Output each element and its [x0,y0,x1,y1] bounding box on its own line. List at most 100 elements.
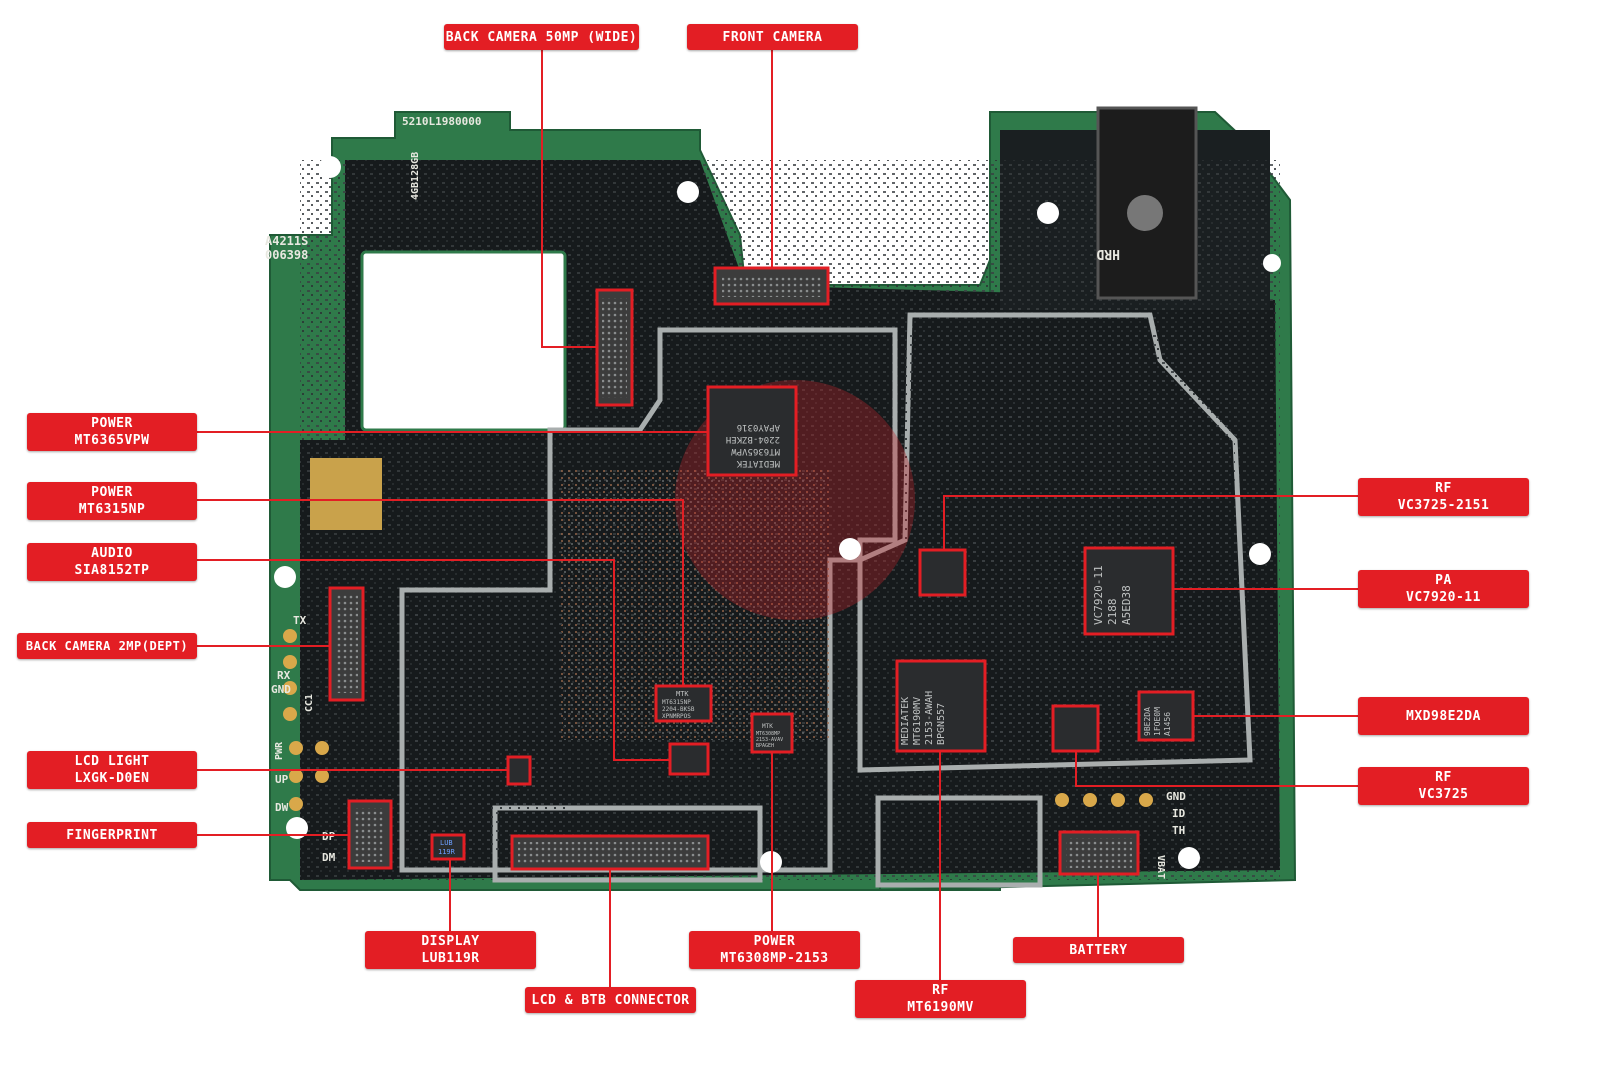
chip-vc7920-line-3: A5ED38 [1120,585,1133,625]
chip-mt6315-line-1: MTK [676,690,689,698]
label-fingerprint-line-1: FINGERPRINT [66,827,158,843]
label-power-mt6308mp-line-1: POWER [753,934,796,949]
chip-mt6365-line-3: 2204-BZKEH [726,434,780,444]
camera-cutout [360,250,567,432]
silk-pad-pwr: PWR [274,741,285,760]
label-back-camera-2mp-line-1: BACK CAMERA 2MP(DEPT) [25,638,189,653]
chip-mt6315-line-4: XPNMRPOS [662,713,691,720]
label-power-mt6308mp-line-2: MT6308MP-2153 [720,951,829,966]
chips [430,385,1195,861]
label-lcd-light-line-2: LXGK-D0EN [74,771,150,786]
leader-rf-vc3725-2151 [943,495,1358,550]
label-audio-sia8152tp-line-1: AUDIO [91,546,133,561]
label-battery: BATTERY [1013,937,1184,963]
chip-mt6308-line-3: 2153-AVAV [756,737,783,743]
label-rf-vc3725-2151-line-1: RF [1435,481,1452,496]
silk-pad-gnd-right: GND [1166,790,1186,803]
label-front-camera-line-1: FRONT CAMERA [722,29,823,45]
leader-lines [197,50,1358,987]
leader-power-mt6315 [197,499,684,686]
label-display-lub119r: DISPLAY LUB119R [365,931,536,969]
chip-mt6190-line-1: MEDIATEK [900,697,911,745]
silk-serial-top: 5210L1980000 [402,115,481,128]
silk-pad-vbat: VBAT [1155,855,1166,879]
label-back-camera-50mp: BACK CAMERA 50MP (WIDE) [444,24,639,50]
label-power-mt6365vpw-line-2: MT6365VPW [74,433,150,448]
test-pads [283,629,1153,811]
audio-jack-hole [1127,195,1163,231]
label-power-mt6365vpw-line-1: POWER [91,416,133,431]
chip-lub-line-1: LUB [440,839,453,847]
silk-board-id-2: 006398 [265,248,308,262]
chip-mt6190-line-4: BPGN557 [936,703,947,745]
silk-pad-gnd: GND [271,683,291,696]
chip-mt6315-line-2: MT6315NP [662,699,691,706]
label-back-camera-2mp: BACK CAMERA 2MP(DEPT) [17,633,197,659]
label-rf-vc3725-line-1: RF [1435,770,1452,785]
chip-mt6365-line-1: MEDIATEK [736,458,780,468]
connectors [328,266,1140,876]
label-rf-vc3725-2151: RF VC3725-2151 [1358,478,1529,516]
label-lcd-btb-connector-line-1: LCD & BTB CONNECTOR [531,992,690,1008]
label-mxd98e2da: MXD98E2DA [1358,697,1529,735]
silk-pad-rx: RX [277,669,291,682]
label-power-mt6315np: POWER MT6315NP [27,482,197,520]
label-lcd-btb-connector: LCD & BTB CONNECTOR [525,987,696,1013]
label-rf-vc3725-line-2: VC3725 [1418,787,1469,802]
chip-mt6190-line-3: 2153-AWAH [924,691,935,745]
label-display-lub119r-line-2: LUB119R [421,951,480,966]
shield-frame-bottom-left [492,805,763,883]
chip-mt6365-line-4: APAY0316 [737,422,780,432]
chip-mt6365-line-2: MT6365VPW [731,446,780,456]
label-mxd98e2da-line-1: MXD98E2DA [1406,708,1481,724]
label-front-camera: FRONT CAMERA [687,24,858,50]
chip-mt6308-line-4: BPAGEH [756,743,774,749]
chip-mt6315-line-3: 2204-BKSB [662,706,695,713]
label-lcd-light: LCD LIGHT LXGK-D0EN [27,751,197,789]
label-power-mt6308mp: POWER MT6308MP-2153 [689,931,860,969]
label-rf-mt6190mv-line-2: MT6190MV [907,1000,974,1015]
label-pa-vc7920: PA VC7920-11 [1358,570,1529,608]
leader-rf-vc3725 [1075,751,1358,787]
chip-mt6308-line-2: MT6308MP [756,731,780,737]
component-area-3 [415,600,565,850]
label-pa-vc7920-line-1: PA [1435,573,1452,588]
label-audio-sia8152tp-line-2: SIA8152TP [74,563,150,578]
chip-vc7920-line-1: VC7920-11 [1092,565,1105,625]
silk-pad-cc1: CC1 [304,694,315,712]
chip-mt6308-line-1: MTK [762,723,773,730]
label-back-camera-50mp-line-1: BACK CAMERA 50MP (WIDE) [445,29,638,45]
shield-frame-bottom-right [875,795,1043,888]
label-power-mt6365vpw: POWER MT6365VPW [27,413,197,451]
chip-mxd-line-3: A1456 [1163,712,1172,736]
silk-memory: 4GB128GB [410,152,421,200]
label-rf-vc3725-2151-line-2: VC3725-2151 [1397,498,1490,513]
leader-audio [197,559,670,761]
label-rf-mt6190mv-line-1: RF [932,983,949,998]
silk-jack: HRD [1096,246,1120,261]
chip-mxd-line-1: 9BE2DA [1143,707,1152,736]
mounting-holes [274,156,1281,873]
silk-pad-tx: TX [293,614,307,627]
silk-pad-id: ID [1172,807,1186,820]
silk-pad-dm: DM [322,851,336,864]
leader-back-camera-50mp [541,50,597,348]
silk-pad-up: UP [275,773,289,786]
label-lcd-light-line-1: LCD LIGHT [74,754,150,769]
chip-vc7920-line-2: 2188 [1106,599,1119,626]
label-battery-line-1: BATTERY [1069,942,1128,958]
chip-mxd-line-2: 1FOE0M [1153,707,1162,736]
silk-pad-dp: DP [322,830,336,843]
label-display-lub119r-line-1: DISPLAY [421,934,480,949]
label-pa-vc7920-line-2: VC7920-11 [1406,590,1481,605]
chip-mt6190-line-2: MT6190MV [912,697,923,745]
silk-pad-dw: DW [275,801,289,814]
label-fingerprint: FINGERPRINT [27,822,197,848]
chip-lub-line-2: 119R [438,848,456,856]
label-power-mt6315np-line-2: MT6315NP [78,502,146,517]
silk-board-id-1: A4211S [265,234,308,248]
label-rf-mt6190mv: RF MT6190MV [855,980,1026,1018]
label-power-mt6315np-line-1: POWER [91,485,133,500]
label-rf-vc3725: RF VC3725 [1358,767,1529,805]
